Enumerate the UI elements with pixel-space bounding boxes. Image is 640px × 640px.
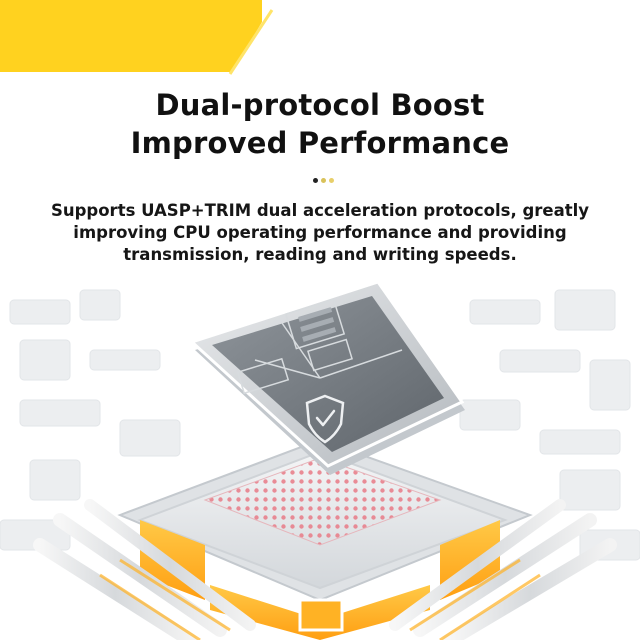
pager-dot — [313, 178, 318, 183]
chip-illustration — [0, 280, 640, 640]
cpu-socket — [117, 438, 533, 602]
cables-left — [33, 499, 256, 640]
floating-chip — [189, 280, 465, 475]
description-line-2: improving CPU operating performance and … — [73, 223, 567, 242]
pager-dot — [329, 178, 334, 183]
title-line-2: Improved Performance — [130, 126, 510, 160]
page-title: Dual-protocol Boost Improved Performance — [0, 86, 640, 162]
cables-right — [389, 499, 617, 640]
pager-dot — [321, 178, 326, 183]
pager-dots — [313, 178, 335, 184]
shield-check-icon — [305, 394, 345, 444]
description-line-3: transmission, reading and writing speeds… — [123, 245, 517, 264]
background-circuitry — [0, 289, 640, 561]
title-line-1: Dual-protocol Boost — [155, 88, 485, 122]
yellow-corner-banner — [0, 0, 274, 75]
description: Supports UASP+TRIM dual acceleration pro… — [30, 200, 610, 266]
description-line-1: Supports UASP+TRIM dual acceleration pro… — [50, 201, 590, 220]
